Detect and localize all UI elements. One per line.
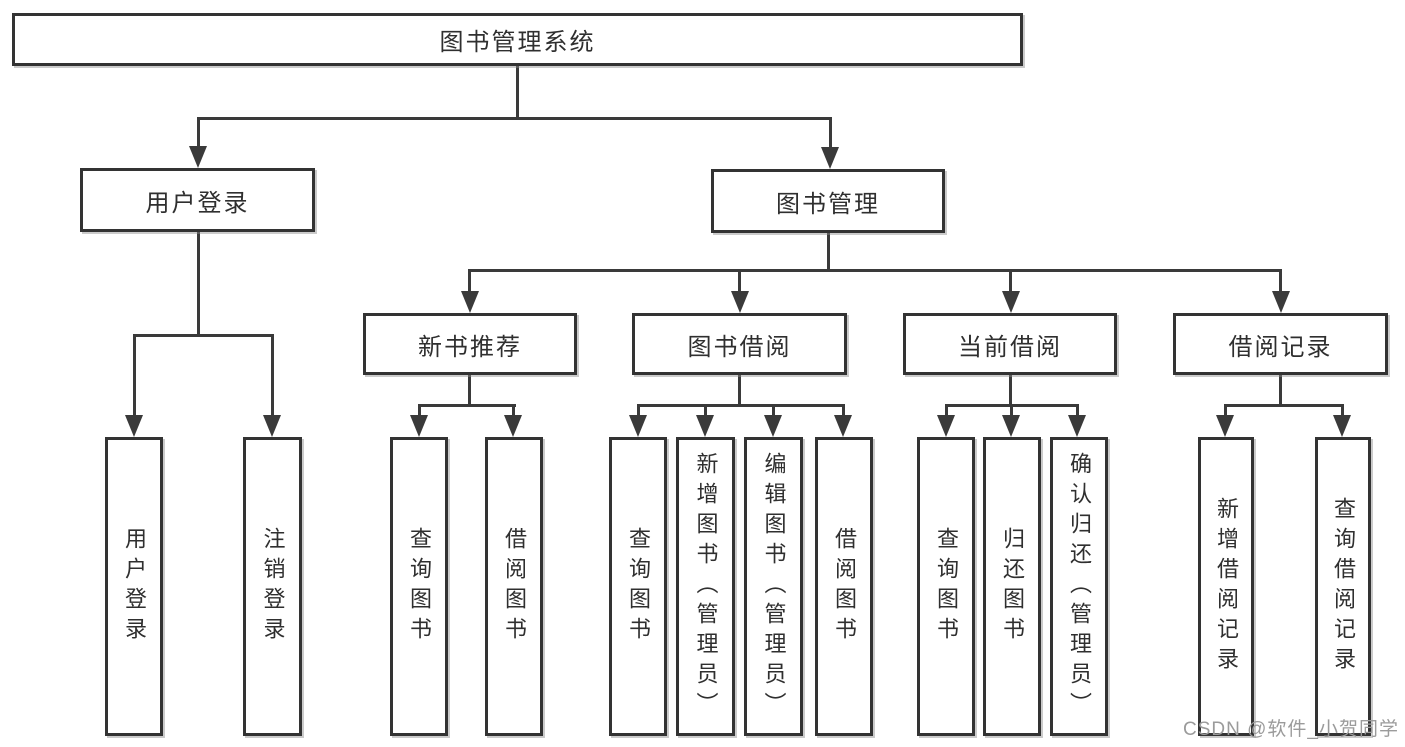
- leaf-add-book-admin: 新增图书（管理员）: [676, 437, 735, 736]
- leaf-borrow-book-1-label: 借阅图书: [502, 526, 527, 647]
- node-current-borrow: 当前借阅: [903, 313, 1117, 375]
- arrowhead-icon: [629, 415, 647, 437]
- leaf-edit-book-admin-label: 编辑图书（管理员）: [761, 451, 787, 722]
- leaf-add-borrow-record: 新增借阅记录: [1198, 437, 1254, 736]
- leaf-add-book-admin-label: 新增图书（管理员）: [693, 451, 719, 722]
- arrowhead-icon: [696, 415, 714, 437]
- node-book-mgmt-label: 图书管理: [776, 190, 880, 218]
- leaf-query-borrow-record: 查询借阅记录: [1315, 437, 1371, 736]
- arrowhead-icon: [1002, 291, 1020, 313]
- connector-drop-leaf-e2: [1341, 404, 1344, 417]
- connector-drop-current-borrow: [1009, 269, 1012, 293]
- arrowhead-icon: [731, 291, 749, 313]
- connector-drop-leaf-a1: [133, 334, 136, 417]
- connector-drop-book-borrow: [738, 269, 741, 293]
- leaf-user-login: 用户登录: [105, 437, 163, 736]
- connector-drop-leaf-d1: [945, 404, 948, 417]
- leaf-borrow-book-2-label: 借阅图书: [832, 526, 857, 647]
- arrowhead-icon: [189, 146, 207, 168]
- leaf-query-book-2-label: 查询图书: [626, 526, 651, 647]
- leaf-query-book-1-label: 查询图书: [407, 526, 432, 647]
- node-new-book-rec: 新书推荐: [363, 313, 577, 375]
- arrowhead-icon: [1068, 415, 1086, 437]
- connector-borrow-records-branch: [1224, 404, 1342, 407]
- leaf-query-book-2: 查询图书: [609, 437, 667, 736]
- leaf-edit-book-admin: 编辑图书（管理员）: [744, 437, 803, 736]
- node-root-label: 图书管理系统: [439, 29, 596, 56]
- connector-drop-leaf-c4: [842, 404, 845, 417]
- leaf-borrow-book-2: 借阅图书: [815, 437, 873, 736]
- leaf-query-borrow-record-label: 查询借阅记录: [1331, 496, 1356, 677]
- connector-level3-branch: [468, 269, 1282, 272]
- connector-book-borrow-stem: [738, 374, 741, 407]
- connector-root-stem: [516, 64, 519, 120]
- connector-drop-new-book: [468, 269, 471, 293]
- leaf-query-book-1: 查询图书: [390, 437, 448, 736]
- node-book-mgmt: 图书管理: [711, 169, 945, 233]
- leaf-logout-label: 注销登录: [260, 526, 286, 647]
- connector-new-book-branch: [418, 404, 516, 407]
- connector-drop-leaf-e1: [1224, 404, 1227, 417]
- arrowhead-icon: [461, 291, 479, 313]
- arrowhead-icon: [1216, 415, 1234, 437]
- arrowhead-icon: [834, 415, 852, 437]
- node-book-borrow-label: 图书借阅: [687, 333, 792, 361]
- connector-drop-leaf-c2: [704, 404, 707, 417]
- leaf-logout: 注销登录: [243, 437, 302, 736]
- connector-drop-user-login: [197, 117, 200, 149]
- arrowhead-icon: [1272, 291, 1290, 313]
- connector-drop-borrow-records: [1279, 269, 1282, 293]
- node-borrow-records-label: 借阅记录: [1228, 333, 1333, 361]
- connector-user-login-branch: [133, 334, 273, 337]
- leaf-return-book: 归还图书: [983, 437, 1041, 736]
- arrowhead-icon: [1002, 415, 1020, 437]
- arrowhead-icon: [504, 415, 522, 437]
- connector-book-mgmt-stem: [827, 233, 830, 272]
- node-user-login: 用户登录: [80, 168, 315, 232]
- node-book-borrow: 图书借阅: [632, 313, 847, 375]
- leaf-return-book-label: 归还图书: [1000, 526, 1025, 647]
- arrowhead-icon: [937, 415, 955, 437]
- leaf-query-book-3-label: 查询图书: [934, 526, 959, 647]
- leaf-add-borrow-record-label: 新增借阅记录: [1214, 496, 1239, 677]
- connector-drop-leaf-c3: [772, 404, 775, 417]
- connector-book-borrow-branch: [637, 404, 845, 407]
- connector-drop-book-mgmt: [829, 117, 832, 150]
- connector-current-borrow-stem: [1009, 374, 1012, 407]
- connector-borrow-records-stem: [1279, 374, 1282, 407]
- connector-drop-leaf-d3: [1076, 404, 1079, 417]
- connector-user-login-stem: [197, 232, 200, 337]
- node-current-borrow-label: 当前借阅: [958, 333, 1062, 361]
- node-root: 图书管理系统: [12, 13, 1023, 66]
- connector-drop-leaf-a2: [271, 334, 274, 417]
- leaf-confirm-return-admin: 确认归还（管理员）: [1050, 437, 1108, 736]
- arrowhead-icon: [410, 415, 428, 437]
- connector-drop-leaf-b1: [418, 404, 421, 417]
- leaf-user-login-label: 用户登录: [122, 526, 147, 647]
- arrowhead-icon: [125, 415, 143, 437]
- connector-drop-leaf-d2: [1010, 404, 1013, 417]
- leaf-query-book-3: 查询图书: [917, 437, 975, 736]
- node-borrow-records: 借阅记录: [1173, 313, 1388, 375]
- connector-new-book-stem: [468, 374, 471, 407]
- connector-level1-branch: [197, 117, 832, 120]
- watermark: CSDN @软件_小贺同学: [1183, 719, 1399, 740]
- connector-drop-leaf-c1: [637, 404, 640, 417]
- arrowhead-icon: [764, 415, 782, 437]
- leaf-confirm-return-admin-label: 确认归还（管理员）: [1067, 451, 1092, 722]
- arrowhead-icon: [821, 147, 839, 169]
- arrowhead-icon: [263, 415, 281, 437]
- node-user-login-label: 用户登录: [145, 189, 250, 217]
- arrowhead-icon: [1333, 415, 1351, 437]
- leaf-borrow-book-1: 借阅图书: [485, 437, 543, 736]
- node-new-book-rec-label: 新书推荐: [418, 333, 522, 361]
- connector-drop-leaf-b2: [512, 404, 515, 417]
